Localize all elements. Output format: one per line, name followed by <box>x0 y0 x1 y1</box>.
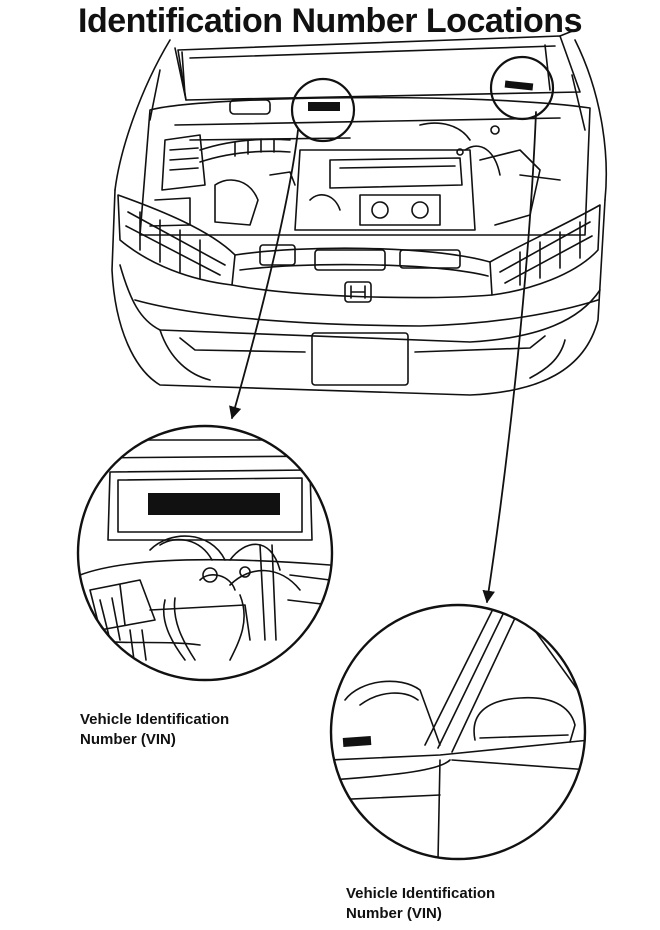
vin-label-firewall-line2: Number (VIN) <box>80 731 176 748</box>
detail-view-dashboard <box>330 605 590 860</box>
license-plate <box>312 333 408 385</box>
vin-label-dashboard-line1: Vehicle Identification <box>346 885 496 902</box>
vin-plate-detail-1 <box>148 493 280 515</box>
highlight-circle-vin-dashboard <box>491 57 553 119</box>
vin-plate-detail-2 <box>342 736 372 747</box>
vin-label-firewall: Vehicle Identification Number (VIN) <box>80 710 229 750</box>
headlight-right <box>490 205 600 295</box>
detail-view-firewall <box>78 426 332 680</box>
vin-label-dashboard: Vehicle Identification Number (VIN) <box>346 884 495 924</box>
engine-bay <box>140 98 590 235</box>
leader-line-2 <box>482 112 536 604</box>
leader-line-1 <box>229 130 298 420</box>
vin-plate-marker-2 <box>504 80 534 91</box>
vin-label-dashboard-line2: Number (VIN) <box>346 905 442 922</box>
vin-label-firewall-line1: Vehicle Identification <box>80 711 230 728</box>
open-hood <box>175 30 580 100</box>
vin-plate-marker-1 <box>308 102 340 111</box>
highlight-circle-vin-firewall <box>292 79 354 141</box>
front-bumper <box>120 265 600 380</box>
headlight-left <box>118 195 235 285</box>
page-title: Identification Number Locations <box>78 2 582 40</box>
car-body-outline <box>112 40 606 395</box>
